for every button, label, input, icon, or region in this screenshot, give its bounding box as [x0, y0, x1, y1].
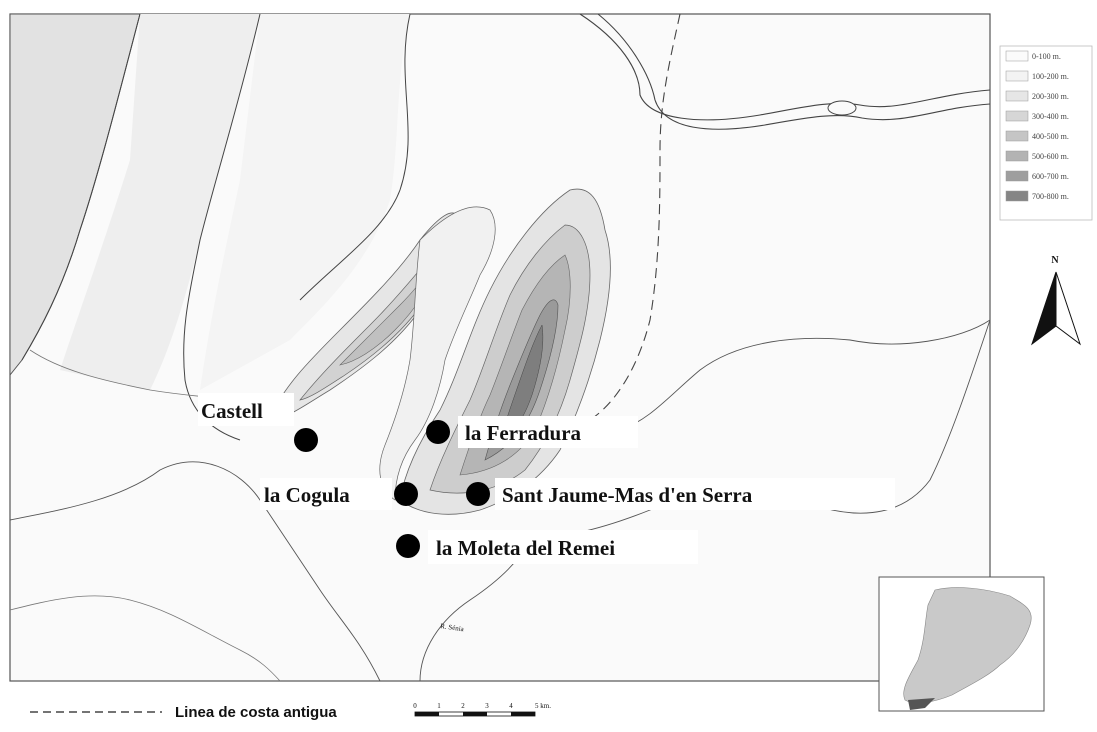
site-marker-castell[interactable]	[294, 428, 318, 452]
site-label-la-moleta: la Moleta del Remei	[436, 536, 615, 560]
valley-boundary-east	[299, 13, 411, 301]
eastern-boundary	[619, 319, 991, 431]
site-label-la-cogula: la Cogula	[264, 483, 350, 507]
legend-swatch	[1005, 150, 1029, 162]
svg-text:Linea de costa antigua: Linea de costa antigua	[175, 704, 337, 721]
coast-legend: Linea de costa antigua	[30, 704, 337, 721]
legend-label: 100-200 m.	[1032, 72, 1069, 81]
label-bg-sant-jaume	[495, 478, 895, 510]
legend-swatch	[1005, 190, 1029, 202]
legend-swatch	[1005, 70, 1029, 82]
legend-label: 300-400 m.	[1032, 112, 1069, 121]
legend-label: 500-600 m.	[1032, 152, 1069, 161]
ancient-coastline	[589, 13, 681, 421]
western-lowland	[60, 14, 260, 390]
label-bg-castell	[198, 393, 294, 426]
legend-swatch	[1005, 50, 1029, 62]
river-north	[579, 13, 991, 121]
legend-swatch	[1005, 110, 1029, 122]
inner-valley	[379, 206, 496, 501]
scale-tick-label: 0	[413, 702, 417, 710]
scale-tick-label: 4	[509, 702, 513, 710]
label-bg-la-ferradura	[458, 416, 638, 448]
label-bg-la-cogula	[260, 478, 392, 510]
site-label-castell: Castell	[201, 399, 263, 423]
catalonia-locator-inset	[878, 576, 1045, 712]
label-bg-la-moleta	[428, 530, 698, 564]
legend-label: 600-700 m.	[1032, 172, 1069, 181]
legend-label: 200-300 m.	[1032, 92, 1069, 101]
svg-text:N: N	[1051, 255, 1059, 266]
site-label-sant-jaume: Sant Jaume-Mas d'en Serra	[502, 483, 753, 507]
legend-swatch	[1005, 170, 1029, 182]
site-label-la-ferradura: la Ferradura	[465, 421, 582, 445]
legend-swatch	[1005, 130, 1029, 142]
north-arrow-icon: N	[1031, 255, 1081, 346]
scale-tick-label: 1	[437, 702, 441, 710]
southern-coast	[9, 461, 381, 682]
study-area-highlight	[908, 698, 935, 710]
scale-bar: 0 1 2 3 4 5 km.	[413, 702, 551, 717]
scale-tick-label: 3	[485, 702, 489, 710]
southern-stream	[9, 595, 281, 682]
site-marker-la-moleta[interactable]	[396, 534, 420, 558]
legend-label: 700-800 m.	[1032, 192, 1069, 201]
elevation-legend: 0-100 m. 100-200 m. 200-300 m. 300-400 m. 40…	[999, 45, 1093, 221]
river-island	[827, 100, 857, 116]
river-label: R. Sénia	[440, 622, 465, 633]
scale-tick-label: 2	[461, 702, 465, 710]
legend-label: 0-100 m.	[1032, 52, 1061, 61]
scale-tick-label: 5 km.	[535, 702, 551, 710]
valley-boundary-central	[183, 13, 261, 441]
legend-swatch	[1005, 90, 1029, 102]
site-marker-la-ferradura[interactable]	[426, 420, 450, 444]
central-plain	[200, 14, 410, 390]
legend-label: 400-500 m.	[1032, 132, 1069, 141]
valley-boundary-west	[21, 13, 141, 361]
site-marker-sant-jaume[interactable]	[466, 482, 490, 506]
river-north-bank	[597, 13, 991, 130]
site-marker-la-cogula[interactable]	[394, 482, 418, 506]
